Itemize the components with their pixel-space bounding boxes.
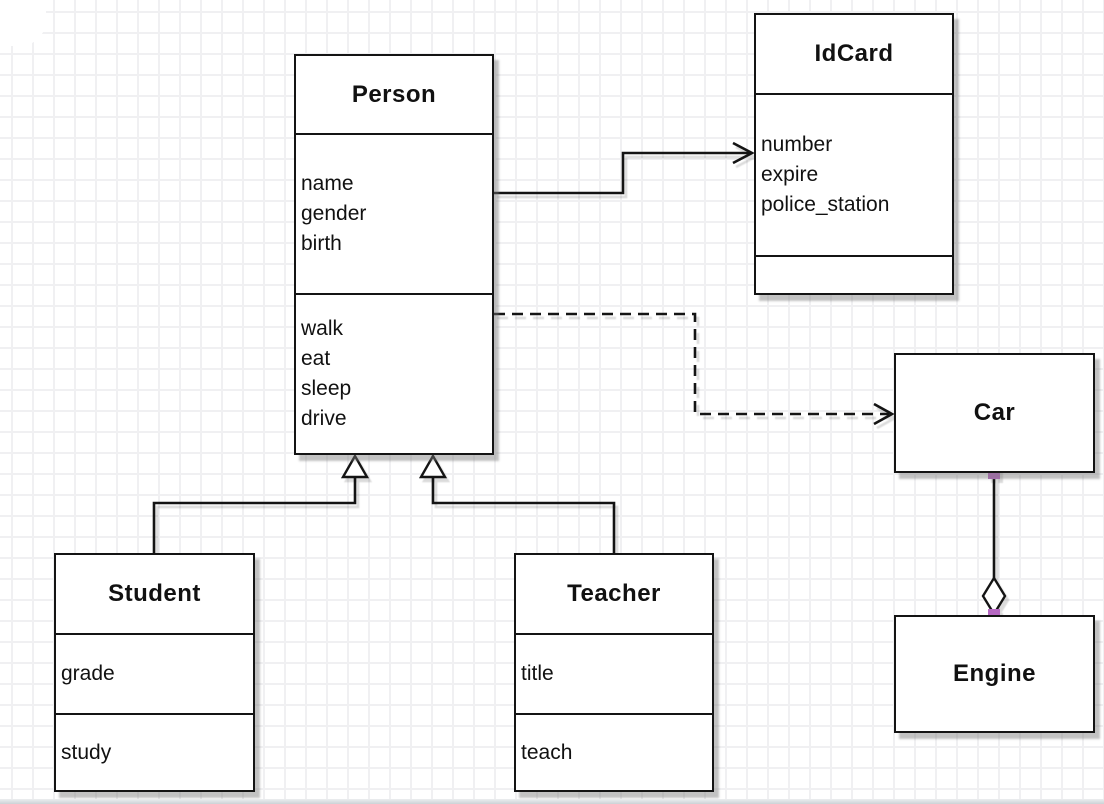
class-engine[interactable]: Engine <box>894 615 1095 733</box>
attribute: name <box>301 172 354 195</box>
aggregation-diamond-icon <box>981 575 1007 617</box>
generalization-teacher-person[interactable] <box>418 453 616 553</box>
class-person-attributes: name gender birth <box>296 135 492 295</box>
class-student[interactable]: Student grade study <box>54 553 255 792</box>
generalization-line[interactable] <box>152 477 357 553</box>
attribute: number <box>761 133 833 156</box>
inheritance-triangle-icon <box>340 453 370 479</box>
inheritance-triangle-icon <box>418 453 448 479</box>
attribute: police_station <box>761 193 890 216</box>
method: study <box>61 740 112 764</box>
class-person[interactable]: Person name gender birth walk eat sleep … <box>294 54 494 455</box>
class-idcard-attributes: number expire police_station <box>756 95 952 257</box>
class-student-title: Student <box>56 555 253 635</box>
class-student-methods: study <box>56 715 253 790</box>
method: eat <box>301 347 331 370</box>
class-teacher-methods: teach <box>516 715 712 790</box>
class-engine-title: Engine <box>952 660 1036 687</box>
attribute: birth <box>301 232 342 255</box>
attribute: gender <box>301 202 367 225</box>
attribute: title <box>521 662 554 685</box>
canvas-corner <box>0 0 46 46</box>
class-teacher[interactable]: Teacher title teach <box>514 553 714 792</box>
aggregation-car-engine[interactable] <box>981 467 1007 621</box>
open-arrowhead-icon <box>732 141 755 165</box>
class-teacher-attributes: title <box>516 635 712 715</box>
dependency-person-car[interactable] <box>494 312 895 426</box>
class-student-attributes: grade <box>56 635 253 715</box>
class-car-title: Car <box>973 399 1016 426</box>
class-idcard[interactable]: IdCard number expire police_station <box>754 13 954 295</box>
dependency-line[interactable] <box>494 312 889 416</box>
attribute: expire <box>761 163 819 186</box>
class-person-title: Person <box>296 56 492 135</box>
generalization-student-person[interactable] <box>152 453 370 553</box>
method: drive <box>301 407 347 430</box>
window-bottom-edge <box>0 799 1104 804</box>
class-person-methods: walk eat sleep drive <box>296 295 492 453</box>
method: teach <box>521 740 573 764</box>
generalization-line[interactable] <box>431 477 616 553</box>
class-car[interactable]: Car <box>894 353 1095 473</box>
class-idcard-title: IdCard <box>756 15 952 95</box>
association-line[interactable] <box>494 151 751 195</box>
attribute: grade <box>61 662 115 685</box>
method: sleep <box>301 377 352 400</box>
method: walk <box>301 317 344 340</box>
class-idcard-methods <box>756 257 952 293</box>
open-arrowhead-icon <box>873 402 895 426</box>
association-person-idcard[interactable] <box>494 141 755 195</box>
class-teacher-title: Teacher <box>516 555 712 635</box>
